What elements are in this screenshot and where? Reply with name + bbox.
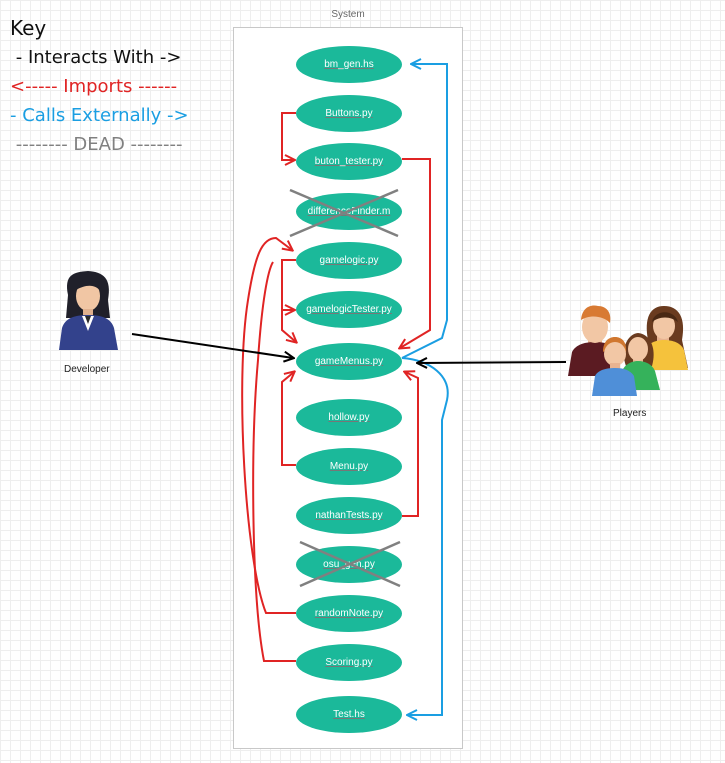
usecase-nathan-tests-py[interactable]: nathanTests.py xyxy=(296,497,402,534)
system-boundary-label: System xyxy=(331,9,365,20)
usecase-scoring-py[interactable]: Scoring.py xyxy=(296,644,402,681)
system-boundary xyxy=(233,27,463,749)
legend-interacts-with: - Interacts With -> xyxy=(10,47,182,68)
usecase-label: buton_tester.py xyxy=(314,156,384,167)
usecase-random-note-py[interactable]: randomNote.py xyxy=(296,595,402,632)
usecase-label: gamelogic.py xyxy=(319,255,379,266)
usecase-label: Menu.py xyxy=(329,461,369,472)
usecase-label: differenceFinder.m xyxy=(307,206,391,217)
legend-title: Key xyxy=(10,16,47,40)
usecase-hollow-py[interactable]: hollow.py xyxy=(296,399,402,436)
usecase-bm-gen-hs[interactable]: bm_gen.hs xyxy=(296,46,402,83)
usecase-label: Test.hs xyxy=(333,709,365,720)
usecase-label: randomNote.py xyxy=(314,608,384,619)
usecase-osu-gen-py[interactable]: osu_gen.py xyxy=(296,546,402,583)
developer-actor-label: Developer xyxy=(64,364,110,375)
developer-avatar-icon xyxy=(59,271,118,350)
usecase-game-menus-py[interactable]: gameMenus.py xyxy=(296,343,402,380)
usecase-buton-tester-py[interactable]: buton_tester.py xyxy=(296,143,402,180)
legend-imports: <----- Imports ------ xyxy=(10,76,178,97)
usecase-buttons-py[interactable]: Buttons.py xyxy=(296,95,402,132)
players-actor-label: Players xyxy=(613,408,647,419)
usecase-gamelogic-py[interactable]: gamelogic.py xyxy=(296,242,402,279)
usecase-label: gameMenus.py xyxy=(314,356,384,367)
usecase-label: Scoring.py xyxy=(325,657,373,668)
players-group-icon xyxy=(568,305,688,396)
usecase-label: Buttons.py xyxy=(325,108,373,119)
usecase-label: gamelogicTester.py xyxy=(306,304,392,315)
legend: Key - Interacts With -> <----- Imports -… xyxy=(10,14,189,159)
usecase-label: osu_gen.py xyxy=(323,559,375,570)
usecase-difference-finder-m[interactable]: differenceFinder.m xyxy=(296,193,402,230)
usecase-test-hs[interactable]: Test.hs xyxy=(296,696,402,733)
usecase-label: nathanTests.py xyxy=(315,510,383,521)
usecase-label: hollow.py xyxy=(328,412,370,423)
usecase-gamelogic-tester-py[interactable]: gamelogicTester.py xyxy=(296,291,402,328)
legend-dead: -------- DEAD -------- xyxy=(10,134,183,155)
legend-calls-externally: - Calls Externally -> xyxy=(10,105,189,126)
usecase-label: bm_gen.hs xyxy=(324,59,374,70)
usecase-menu-py[interactable]: Menu.py xyxy=(296,448,402,485)
